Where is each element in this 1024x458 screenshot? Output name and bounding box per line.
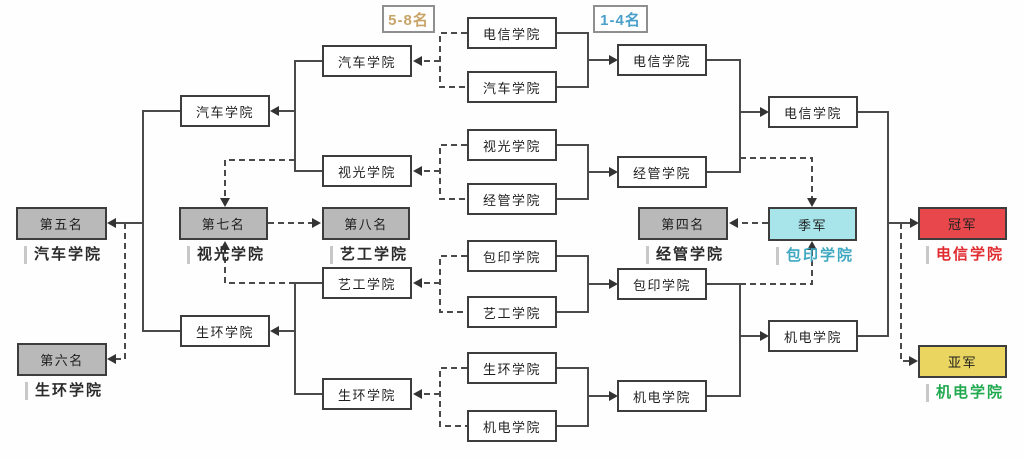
- champion-box: 冠军: [918, 207, 1007, 240]
- runner-up-team-label: 机电学院: [926, 384, 1004, 402]
- consolation-r1-team4: 生环学院: [322, 378, 412, 410]
- sf2-winner: 经管学院: [617, 156, 707, 188]
- eighth-team-label: 艺工学院: [330, 246, 408, 264]
- sixth-place-box: 第六名: [17, 343, 107, 376]
- winner-path-lines: [116, 32, 910, 427]
- qf4-team-a: 生环学院: [467, 352, 557, 384]
- consolation-r1-team2: 视光学院: [322, 155, 412, 187]
- qf4-team-b: 机电学院: [467, 410, 557, 442]
- fourth-place-box: 第四名: [638, 207, 728, 240]
- qf3-team-a: 包印学院: [467, 240, 557, 272]
- fourth-team-label: 经管学院: [646, 246, 724, 264]
- seventh-team-label: 视光学院: [187, 246, 265, 264]
- finalist-top: 电信学院: [768, 96, 858, 128]
- consolation-r1-team1: 汽车学院: [322, 45, 412, 77]
- third-place-box: 季军: [768, 207, 857, 241]
- qf2-team-a: 视光学院: [467, 129, 557, 161]
- qf2-team-b: 经管学院: [467, 183, 557, 215]
- consolation-r2-winner-bottom: 生环学院: [180, 315, 270, 347]
- arrowheads: [107, 55, 919, 401]
- runner-up-box: 亚军: [918, 345, 1007, 378]
- seventh-place-box: 第七名: [179, 207, 268, 240]
- winners-bracket-label: 1-4名: [593, 5, 648, 33]
- consolation-r2-winner-top: 汽车学院: [180, 95, 270, 127]
- qf3-team-b: 艺工学院: [467, 296, 557, 328]
- losers-bracket-label: 5-8名: [382, 5, 435, 33]
- sf3-winner: 包印学院: [617, 268, 707, 300]
- third-team-label: 包印学院: [776, 247, 854, 265]
- sf1-winner: 电信学院: [617, 44, 707, 76]
- consolation-r1-team3: 艺工学院: [322, 267, 412, 299]
- eighth-place-box: 第八名: [322, 207, 410, 240]
- sixth-team-label: 生环学院: [25, 382, 103, 400]
- sf4-winner: 机电学院: [617, 380, 707, 412]
- fifth-place-box: 第五名: [16, 207, 107, 240]
- qf1-team-a: 电信学院: [467, 17, 557, 49]
- champion-team-label: 电信学院: [926, 246, 1004, 264]
- qf1-team-b: 汽车学院: [467, 71, 557, 103]
- finalist-bottom: 机电学院: [768, 320, 858, 352]
- fifth-team-label: 汽车学院: [24, 246, 102, 264]
- loser-path-lines: [116, 32, 909, 427]
